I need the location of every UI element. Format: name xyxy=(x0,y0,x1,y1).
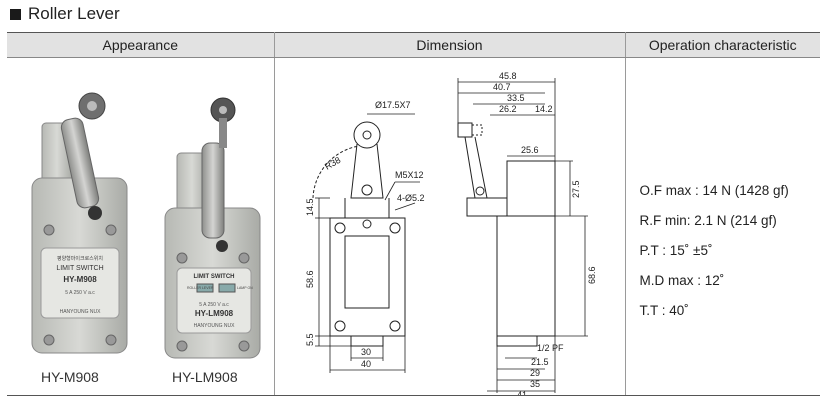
appearance-photos: 평양형마이크로스위치 LIMIT SWITCH HY-M908 5 A 250 … xyxy=(31,92,261,359)
dim-dia: Ø17.5X7 xyxy=(375,100,411,110)
char-rf: R.F min: 2.1 N (214 gf) xyxy=(639,213,777,228)
side-top-4: 14.2 xyxy=(535,104,553,114)
dim-h3: 5.5 xyxy=(305,333,315,346)
side-right-1: 68.6 xyxy=(587,266,597,284)
device1-rating: 5 A 250 V a.c xyxy=(65,290,95,296)
device1-maker: HANYOUNG NUX xyxy=(60,309,102,315)
device2-rating: 5 A 250 V a.c xyxy=(199,302,229,308)
device2-maker: HANYOUNG NUX xyxy=(194,323,236,329)
section-title-text: Roller Lever xyxy=(28,4,120,23)
side-top-2: 33.5 xyxy=(507,93,525,103)
header-dimension: Dimension xyxy=(273,32,626,58)
dim-r: R38 xyxy=(323,155,342,172)
header-operation: Operation characteristic xyxy=(624,32,820,58)
dim-h1: 14.5 xyxy=(305,198,315,216)
dim-screw: M5X12 xyxy=(395,170,424,180)
appearance-cell: 평양형마이크로스위치 LIMIT SWITCH HY-M908 5 A 250 … xyxy=(7,57,275,396)
device1-name: LIMIT SWITCH xyxy=(56,265,103,272)
side-view xyxy=(457,122,555,347)
device1-model: HY-M908 xyxy=(63,275,97,284)
char-md: M.D max : 12˚ xyxy=(639,273,725,288)
side-top-1: 40.7 xyxy=(493,82,511,92)
front-dim-lines xyxy=(314,113,420,373)
device-hy-m908: 평양형마이크로스위치 LIMIT SWITCH HY-M908 5 A 250 … xyxy=(31,92,128,354)
device2-led2: LAMP ON xyxy=(237,286,253,290)
device1-kr: 평양형마이크로스위치 xyxy=(57,255,103,262)
dim-w1: 30 xyxy=(361,347,371,357)
dim-h2: 58.6 xyxy=(305,270,315,288)
device2-led1: ROLLER LEVER xyxy=(187,286,214,290)
dim-w2: 40 xyxy=(361,359,371,369)
side-bottom-2: 29 xyxy=(530,368,540,378)
char-pt: P.T : 15˚ ±5˚ xyxy=(639,243,713,258)
side-dim-lines xyxy=(457,78,588,393)
side-bottom-1: 21.5 xyxy=(531,357,549,367)
model-label-1: HY-M908 xyxy=(41,369,99,385)
side-bottom-3: 35 xyxy=(530,379,540,389)
front-view xyxy=(312,121,405,347)
char-tt: T.T : 40˚ xyxy=(639,303,689,318)
characteristics-list: O.F max : 14 N (1428 gf) R.F min: 2.1 N … xyxy=(640,176,789,326)
device2-model: HY-LM908 xyxy=(195,309,234,318)
char-of: O.F max : 14 N (1428 gf) xyxy=(639,183,789,198)
dim-holes: 4-Ø5.2 xyxy=(397,193,425,203)
side-top-3: 26.2 xyxy=(499,104,517,114)
section-title: Roller Lever xyxy=(10,4,120,24)
side-top-0: 45.8 xyxy=(499,71,517,81)
side-right-0: 27.5 xyxy=(571,180,581,198)
side-bottom-0: 1/2 PF xyxy=(537,343,564,353)
dimension-cell: Ø17.5X7 R38 M5X12 4-Ø5.2 14.5 58.6 5.5 3… xyxy=(273,57,626,396)
device2-name: LIMIT SWITCH xyxy=(194,274,235,280)
bullet-square-icon xyxy=(10,8,21,20)
header-appearance: Appearance xyxy=(7,32,275,58)
spec-table: Appearance Dimension Operation character… xyxy=(7,32,820,396)
device-hy-lm908: LIMIT SWITCH ROLLER LEVER LAMP ON 5 A 25… xyxy=(164,97,261,359)
operation-cell: O.F max : 14 N (1428 gf) R.F min: 2.1 N … xyxy=(624,57,820,396)
dimension-drawing: Ø17.5X7 R38 M5X12 4-Ø5.2 14.5 58.6 5.5 3… xyxy=(305,71,597,395)
model-label-2: HY-LM908 xyxy=(172,369,238,385)
side-bottom-4: 41 xyxy=(517,390,527,395)
side-top-5: 25.6 xyxy=(521,145,539,155)
